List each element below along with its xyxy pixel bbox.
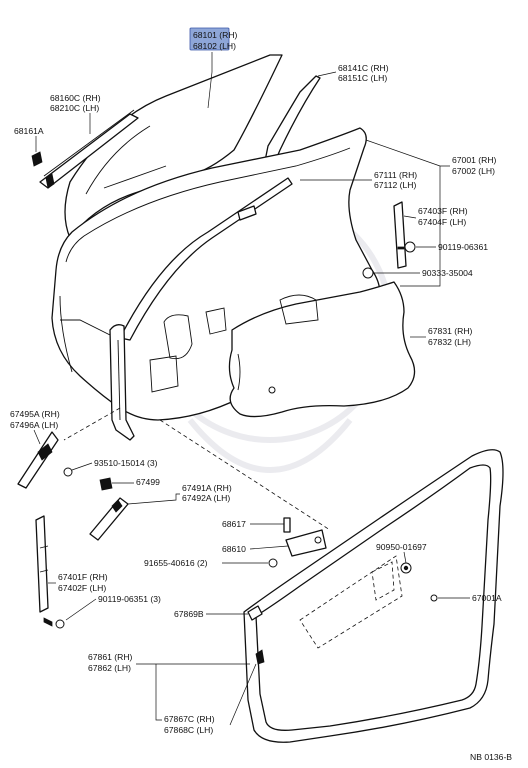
- label-67832: 67832 (LH): [428, 337, 471, 347]
- clip-67001a: [430, 594, 438, 602]
- label-67862: 67862 (LH): [88, 663, 131, 673]
- part-highlight: [189, 27, 230, 51]
- label-67401f: 67401F (RH): [58, 572, 108, 582]
- label-90950-01697: 90950-01697: [376, 542, 427, 552]
- label-93510-15014: 93510-15014 (3): [94, 458, 158, 468]
- label-67001a: 67001A: [472, 593, 502, 603]
- label-68161a: 68161A: [14, 126, 44, 136]
- door-hinge-edge: [109, 324, 135, 441]
- label-67496a: 67496A (LH): [10, 420, 58, 430]
- label-67869b: 67869B: [174, 609, 204, 619]
- label-67112: 67112 (LH): [374, 180, 416, 190]
- label-67831: 67831 (RH): [428, 326, 473, 336]
- label-67111: 67111 (RH): [374, 170, 417, 180]
- retainer-67867c: [255, 649, 265, 665]
- belt-weatherstrip-outer: [39, 113, 139, 189]
- lower-channel-67401f: [35, 515, 49, 613]
- label-68151c: 68151C (LH): [338, 73, 387, 83]
- mirror-cover-67495a: [17, 431, 59, 489]
- door-check-pin: [283, 517, 291, 533]
- hole-plug: [362, 267, 374, 279]
- label-68610: 68610: [222, 544, 246, 554]
- label-68617: 68617: [222, 519, 246, 529]
- label-67499: 67499: [136, 477, 160, 487]
- label-67404f: 67404F (LH): [418, 217, 466, 227]
- label-90119-06361: 90119-06361: [438, 242, 488, 252]
- label-91655-40616: 91655-40616 (2): [144, 558, 208, 568]
- label-90333-35004: 90333-35004: [422, 268, 473, 278]
- door-service-hole-cover: [228, 281, 416, 418]
- clip-67499: [99, 477, 113, 491]
- door-window-frame: [119, 177, 293, 341]
- clip-67869b: [247, 605, 263, 621]
- label-68210c: 68210C (LH): [50, 103, 99, 113]
- label-67492a: 67492A (LH): [182, 493, 230, 503]
- label-68101: 68101 (RH): [193, 30, 238, 40]
- glass-run-channel: [261, 75, 321, 179]
- label-67495a: 67495A (RH): [10, 409, 60, 419]
- label-68160c: 68160C (RH): [50, 93, 101, 103]
- label-67867c: 67867C (RH): [164, 714, 215, 724]
- bolt-91655-40616: [268, 558, 278, 568]
- label-67402f: 67402F (LH): [58, 583, 106, 593]
- label-67861: 67861 (RH): [88, 652, 133, 662]
- label-67001: 67001 (RH): [452, 155, 497, 165]
- bolt-90119-06361: [397, 241, 416, 253]
- division-bar: [393, 201, 407, 269]
- label-67403f: 67403F (RH): [418, 206, 468, 216]
- label-68102: 68102 (LH): [193, 41, 236, 51]
- garnish-67491a: [89, 497, 129, 541]
- label-67868c: 67868C (LH): [164, 725, 213, 735]
- reference-code: NB 0136-B: [470, 752, 512, 762]
- door-check-arm: [285, 529, 327, 557]
- label-67491a: 67491A (RH): [182, 483, 232, 493]
- bolt-90119-06351: [55, 619, 65, 629]
- weatherstrip-clip: [31, 151, 43, 167]
- label-90119-06351: 90119-06351 (3): [98, 594, 161, 604]
- label-67002: 67002 (LH): [452, 166, 495, 176]
- label-68141c: 68141C (RH): [338, 63, 389, 73]
